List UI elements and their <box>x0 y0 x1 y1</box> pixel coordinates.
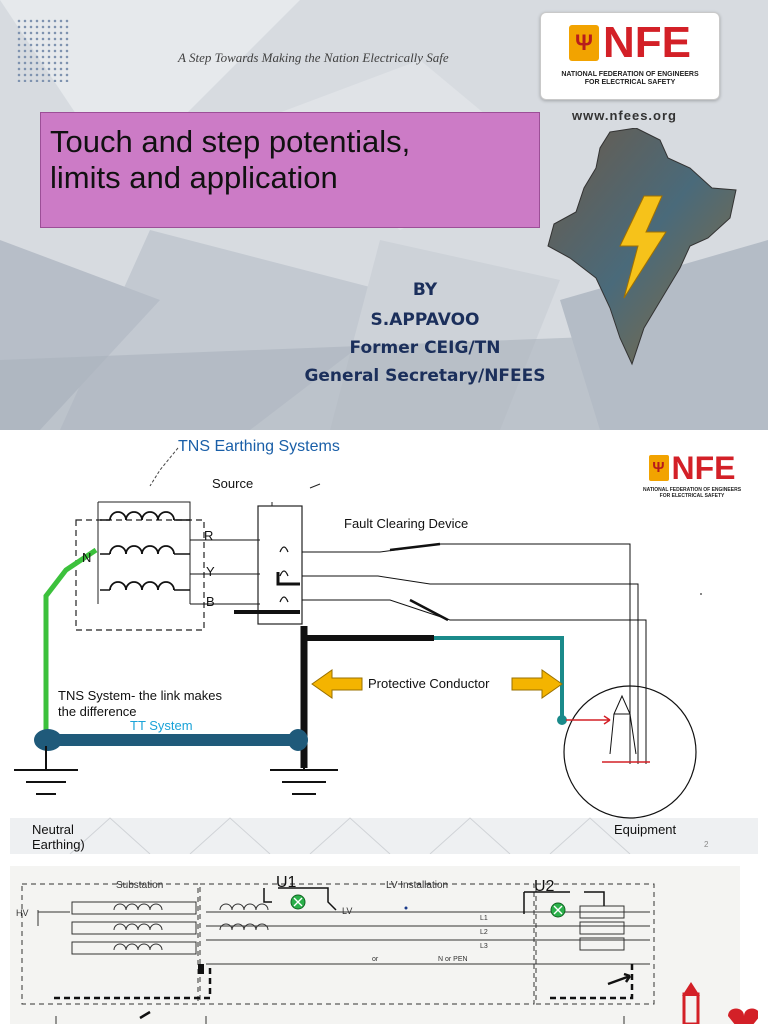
lv-circuit-diagram <box>10 866 758 1024</box>
logo-subtitle-line2: FOR ELECTRICAL SAFETY <box>584 79 676 87</box>
neutral-earthing-label: Neutral Earthing) <box>32 822 85 852</box>
tns-note: TNS System- the link makes the differenc… <box>58 688 222 720</box>
source-label: Source <box>212 476 254 491</box>
hv-label: HV <box>16 908 29 918</box>
logo-subtitle-line1: NATIONAL FEDERATION OF ENGINEERS <box>561 71 699 78</box>
l1-label: L1 <box>480 915 488 922</box>
tt-system-label: TT System <box>130 718 193 733</box>
phase-y-label: Y <box>206 564 215 579</box>
byline-by: BY <box>412 280 438 300</box>
byline-role-2: General Secretary/NFEES <box>304 366 546 386</box>
logo-subtitle-line1: NATIONAL FEDERATION OF ENGINEERS <box>642 487 742 493</box>
title-slide: A Step Towards Making the Nation Electri… <box>0 0 768 430</box>
lv-installation-slide: Substation LV Installation U1 U2 HV LV L… <box>10 866 758 1024</box>
neutral-earthing-line-1: Neutral <box>32 822 74 837</box>
logo-subtitle-line2: FOR ELECTRICAL SAFETY <box>659 492 725 499</box>
u2-label: U2 <box>534 878 555 895</box>
logo-wordmark: NFE <box>671 450 736 486</box>
slide-title: TNS Earthing Systems <box>178 438 340 455</box>
byline-author: S.APPAVOO <box>370 310 480 330</box>
dot-pattern <box>16 18 70 82</box>
page-number: 2 <box>704 840 709 849</box>
title-line-2: limits and application <box>50 160 338 195</box>
website-url: www.nfees.org <box>572 108 677 123</box>
india-map-image <box>547 128 737 366</box>
title-box <box>40 112 540 228</box>
slide-title: Touch and step potentials, limits and ap… <box>50 124 540 196</box>
neutral-earthing-line-2: Earthing) <box>32 837 85 852</box>
phase-b-label: B <box>206 594 215 609</box>
l3-label: L3 <box>480 943 488 950</box>
title-line-1: Touch and step potentials, <box>50 124 411 159</box>
tns-note-line-1: TNS System- the link makes <box>58 688 222 703</box>
lightning-bolt-icon <box>619 195 667 299</box>
tns-circuit-diagram <box>10 447 758 854</box>
neutral-label: N <box>82 550 92 565</box>
byline-role-1: Former CEIG/TN <box>349 338 501 358</box>
l2-label: L2 <box>480 929 488 936</box>
n-or-pen-label: N or PEN <box>438 956 468 963</box>
tns-note-line-2: the difference <box>58 704 137 719</box>
logo-wordmark: NFE <box>603 18 691 67</box>
lv-installation-label: LV Installation <box>386 880 449 891</box>
tns-diagram-slide: TNS Earthing Systems Source Fault Cleari… <box>10 434 758 854</box>
plug-icon: Ψ <box>648 455 669 481</box>
or-label: or <box>372 956 379 963</box>
plug-icon: Ψ <box>569 25 599 61</box>
fault-device-label: Fault Clearing Device <box>344 516 469 531</box>
lv-label: LV <box>342 906 353 916</box>
phase-r-label: R <box>204 528 214 543</box>
nfe-logo: Ψ NFE NATIONAL FEDERATION OF ENGINEERS F… <box>540 12 720 100</box>
nfe-logo-small: Ψ NFE NATIONAL FEDERATION OF ENGINEERS F… <box>634 448 750 512</box>
substation-label: Substation <box>116 880 164 891</box>
protective-conductor-label: Protective Conductor <box>368 676 490 691</box>
u1-label: U1 <box>276 874 297 891</box>
equipment-label: Equipment <box>614 822 677 837</box>
tagline: A Step Towards Making the Nation Electri… <box>178 50 449 65</box>
